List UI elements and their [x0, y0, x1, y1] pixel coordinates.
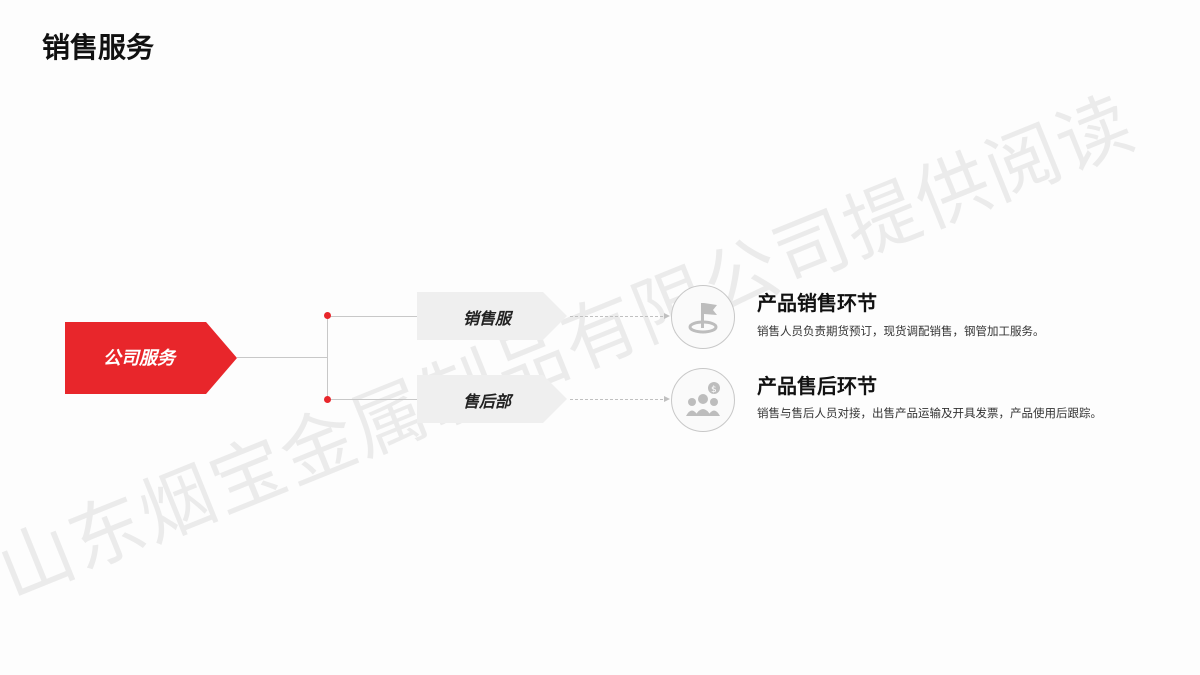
flag-icon	[671, 285, 735, 349]
desc-after-sales: 销售与售后人员对接，出售产品运输及开具发票，产品使用后跟踪。	[757, 406, 1102, 420]
page-title: 销售服务	[42, 31, 155, 64]
root-node-company-service: 公司服务	[65, 322, 237, 394]
root-node-label: 公司服务	[103, 348, 175, 369]
branch-label: 销售服	[463, 309, 512, 328]
connector-branch-2	[327, 399, 417, 400]
desc-sales: 销售人员负责期货预订，现货调配销售，钢管加工服务。	[757, 324, 1045, 338]
connector-vertical	[327, 316, 328, 399]
branch-label: 售后部	[463, 392, 512, 411]
connector-branch-1	[327, 316, 417, 317]
heading-sales: 产品销售环节	[757, 291, 877, 315]
connector-dot	[324, 312, 331, 319]
svg-text:$: $	[711, 385, 717, 395]
connector-dot	[324, 396, 331, 403]
connector-root	[237, 357, 327, 358]
branch-sales: 销售服	[417, 292, 567, 340]
people-money-icon: $	[671, 368, 735, 432]
arrow-head-icon	[664, 396, 670, 402]
dashed-arrow-line	[570, 316, 668, 317]
branch-after-sales: 售后部	[417, 375, 567, 423]
arrow-head-icon	[664, 313, 670, 319]
heading-after-sales: 产品售后环节	[757, 374, 877, 398]
dashed-arrow-line	[570, 399, 668, 400]
